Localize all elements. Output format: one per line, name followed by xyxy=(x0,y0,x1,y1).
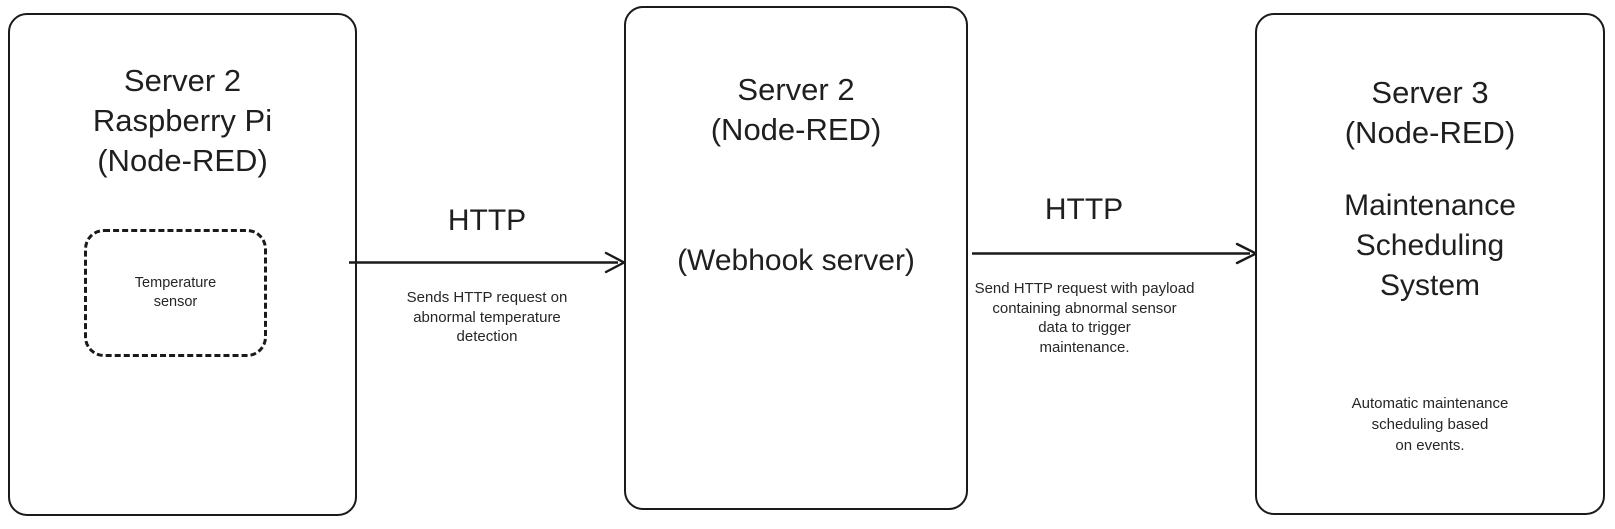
edge-pi-to-webhook-arrow xyxy=(349,251,627,274)
edge-webhook-to-maintenance-description: Send HTTP request with payload containin… xyxy=(974,280,1195,356)
edge-webhook-to-maintenance-arrow xyxy=(972,242,1259,265)
node-server2-raspberry-pi-title: Server 2 Raspberry Pi (Node-RED) xyxy=(92,63,273,178)
node-server3-maintenance-title: Server 3 (Node-RED) xyxy=(1344,75,1516,150)
node-server3-maintenance-subtitle: Maintenance Scheduling System xyxy=(1344,189,1516,302)
edge-webhook-to-maintenance xyxy=(971,242,1259,265)
node-temperature-sensor[interactable]: Temperature sensor xyxy=(84,229,267,357)
edge-webhook-to-maintenance-protocol: HTTP xyxy=(1044,193,1124,226)
edge-pi-to-webhook-description: Sends HTTP request on abnormal temperatu… xyxy=(406,289,568,345)
edge-pi-to-webhook-protocol: HTTP xyxy=(447,204,527,237)
node-server3-maintenance-note: Automatic maintenance scheduling based o… xyxy=(1351,395,1509,454)
node-server2-webhook-subtitle: (Webhook server) xyxy=(677,244,915,277)
node-server2-webhook[interactable]: Server 2 (Node-RED) (Webhook server) xyxy=(624,6,968,510)
node-server2-raspberry-pi[interactable]: Server 2 Raspberry Pi (Node-RED) Tempera… xyxy=(8,13,357,516)
node-temperature-sensor-label: Temperature sensor xyxy=(134,275,217,310)
edge-pi-to-webhook xyxy=(348,251,627,274)
node-server2-webhook-title: Server 2 (Node-RED) xyxy=(710,72,882,147)
node-server3-maintenance[interactable]: Server 3 (Node-RED) Maintenance Scheduli… xyxy=(1255,13,1605,515)
